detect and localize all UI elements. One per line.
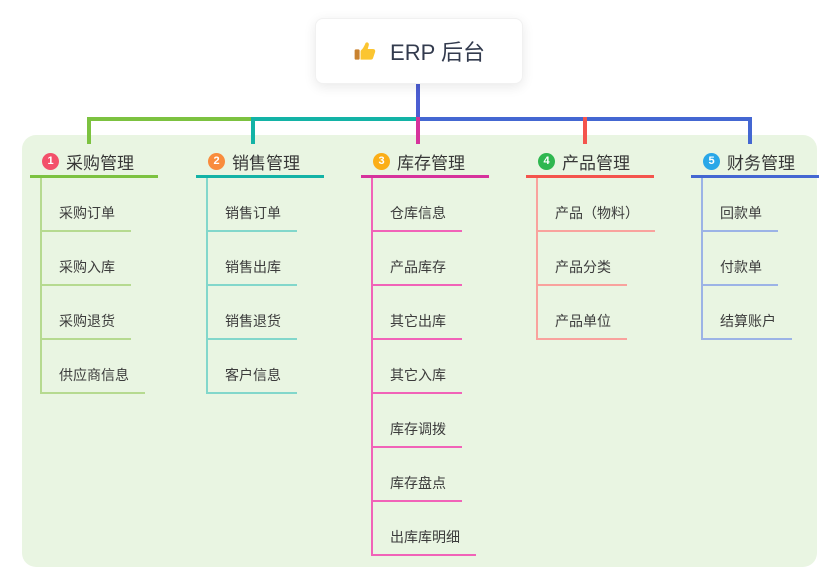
branch-title-sales[interactable]: 2 销售管理 — [196, 147, 324, 178]
branch-title-purchase[interactable]: 1 采购管理 — [30, 147, 158, 178]
child-node[interactable]: 回款单 — [701, 203, 778, 232]
branch-children-purchase: 采购订单 采购入库 采购退货 供应商信息 — [40, 178, 145, 394]
child-node[interactable]: 其它出库 — [371, 311, 462, 340]
child-node[interactable]: 付款单 — [701, 257, 778, 286]
child-node[interactable]: 出库库明细 — [371, 527, 476, 556]
child-node[interactable]: 产品分类 — [536, 257, 627, 286]
branch-finance: 5 财务管理 回款单 付款单 结算账户 — [691, 147, 839, 340]
branch-children-finance: 回款单 付款单 结算账户 — [701, 178, 792, 340]
child-node[interactable]: 产品（物料） — [536, 203, 655, 232]
branches-background-panel — [22, 135, 817, 567]
child-node[interactable]: 销售订单 — [206, 203, 297, 232]
child-node[interactable]: 产品库存 — [371, 257, 462, 286]
badge-3: 3 — [373, 152, 390, 170]
branch-children-product: 产品（物料） 产品分类 产品单位 — [536, 178, 655, 340]
branch-label: 采购管理 — [66, 153, 134, 173]
root-node-label: ERP 后台 — [390, 40, 485, 65]
child-node[interactable]: 采购退货 — [40, 311, 131, 340]
drop-line-purchase — [87, 117, 91, 144]
drop-line-sales — [251, 117, 255, 144]
badge-2: 2 — [208, 152, 225, 170]
branch-product: 4 产品管理 产品（物料） 产品分类 产品单位 — [526, 147, 676, 340]
child-node[interactable]: 其它入库 — [371, 365, 462, 394]
branch-title-inventory[interactable]: 3 库存管理 — [361, 147, 489, 178]
badge-5: 5 — [703, 152, 720, 170]
branch-children-sales: 销售订单 销售出库 销售退货 客户信息 — [206, 178, 297, 394]
child-node[interactable]: 客户信息 — [206, 365, 297, 394]
child-node[interactable]: 结算账户 — [701, 311, 792, 340]
badge-1: 1 — [42, 152, 59, 170]
branch-children-inventory: 仓库信息 产品库存 其它出库 其它入库 库存调拨 库存盘点 出库库明细 — [371, 178, 476, 556]
badge-4: 4 — [538, 152, 555, 170]
child-node[interactable]: 销售出库 — [206, 257, 297, 286]
root-node-erp[interactable]: ERP 后台 — [315, 18, 523, 84]
child-node[interactable]: 库存盘点 — [371, 473, 462, 502]
child-node[interactable]: 仓库信息 — [371, 203, 462, 232]
child-node[interactable]: 销售退货 — [206, 311, 297, 340]
thumbs-up-icon — [353, 38, 379, 64]
branch-purchase: 1 采购管理 采购订单 采购入库 采购退货 供应商信息 — [30, 147, 180, 394]
branch-inventory: 3 库存管理 仓库信息 产品库存 其它出库 其它入库 库存调拨 库存盘点 出库库… — [361, 147, 511, 556]
child-node[interactable]: 库存调拨 — [371, 419, 462, 448]
root-stem-line — [416, 84, 420, 117]
drop-line-finance — [748, 117, 752, 144]
branch-title-finance[interactable]: 5 财务管理 — [691, 147, 819, 178]
bus-line-green — [87, 117, 255, 121]
branch-label: 财务管理 — [727, 153, 795, 173]
drop-line-product — [583, 117, 587, 144]
branch-label: 销售管理 — [232, 153, 300, 173]
child-node[interactable]: 采购入库 — [40, 257, 131, 286]
child-node[interactable]: 采购订单 — [40, 203, 131, 232]
branch-label: 库存管理 — [397, 153, 465, 173]
branch-sales: 2 销售管理 销售订单 销售出库 销售退货 客户信息 — [196, 147, 346, 394]
drop-line-inventory — [416, 117, 420, 144]
child-node[interactable]: 产品单位 — [536, 311, 627, 340]
branch-label: 产品管理 — [562, 153, 630, 173]
bus-line-teal — [255, 117, 418, 121]
branch-title-product[interactable]: 4 产品管理 — [526, 147, 654, 178]
child-node[interactable]: 供应商信息 — [40, 365, 145, 394]
